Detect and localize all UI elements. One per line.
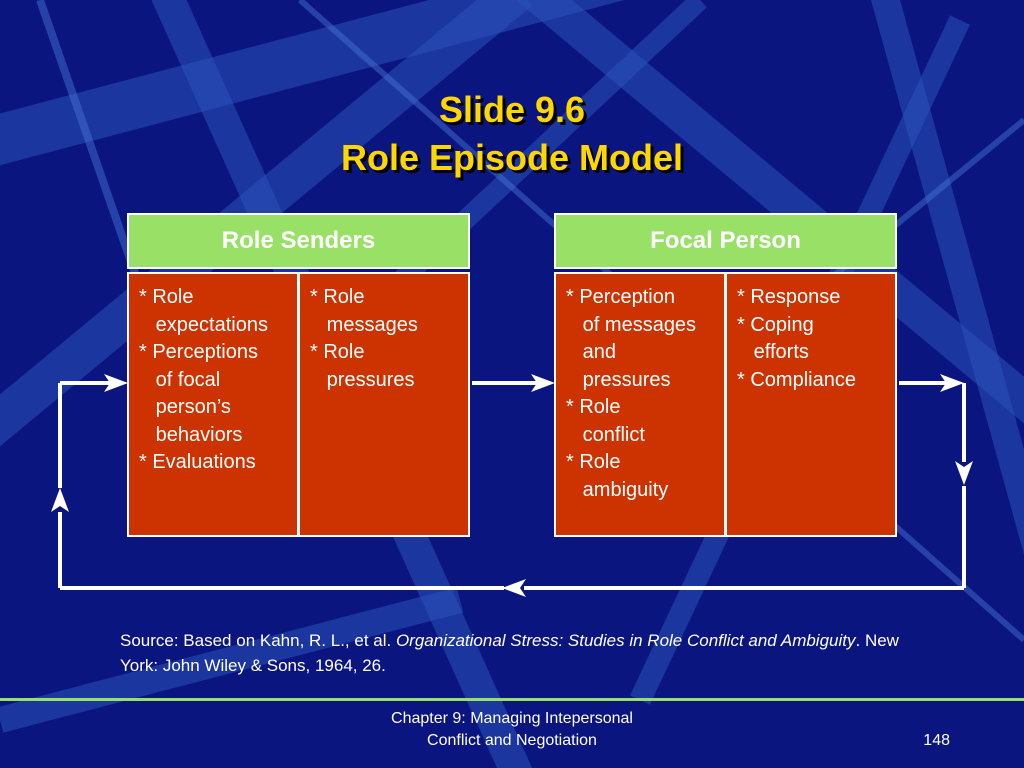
cell-line: * Perceptions (139, 341, 258, 363)
focal-person-header: Focal Person (554, 213, 897, 269)
cell-line: pressures (310, 368, 415, 391)
arrowhead-right-icon (940, 374, 964, 392)
cell-line: * Role (310, 286, 365, 308)
cell-line: * Coping (737, 313, 814, 336)
cell-line: ambiguity (566, 478, 669, 501)
cell-line: * Perception (566, 286, 675, 308)
cell-line: of messages (566, 313, 697, 336)
role-senders-header: Role Senders (127, 213, 470, 269)
arrowhead-up-icon (51, 488, 69, 512)
footer-line2: Conflict and Negotiation (427, 732, 597, 749)
cell-line: * Role (139, 286, 194, 308)
source-book-title: Organizational Stress: Studies in Role C… (395, 631, 856, 650)
footer-chapter: Chapter 9: Managing Intepersonal Conflic… (318, 708, 706, 752)
arrowhead-left-icon (502, 579, 526, 597)
cell-line: conflict (566, 423, 645, 446)
source-suffix: . New York: John Wiley & Sons, 1964, 26. (120, 631, 899, 675)
arrowhead-right-icon (104, 374, 128, 392)
arrowhead-down-icon (955, 461, 973, 485)
cell-line: of focal (139, 368, 221, 391)
cell-line: person’s (139, 396, 231, 418)
cell-line: * Response (737, 286, 841, 308)
footer-divider (0, 698, 1024, 701)
cell-line: * Evaluations (139, 451, 256, 473)
source-citation: Source: Based on Kahn, R. L., et al. Org… (120, 628, 940, 678)
perception-box: * Perception of messages and pressures *… (554, 272, 726, 537)
arrowhead-right-icon (531, 374, 555, 392)
cell-line: expectations (139, 313, 268, 336)
cell-line: behaviors (139, 423, 243, 446)
cell-line: * Compliance (737, 368, 856, 391)
role-messages-box: * Role messages * Role pressures (298, 272, 470, 537)
response-box: * Response * Coping efforts * Compliance (725, 272, 897, 537)
cell-line: * Role (310, 341, 365, 363)
cell-line: messages (310, 313, 418, 336)
slide-title-line2: Role Episode Model (340, 137, 684, 178)
cell-line: and (566, 341, 617, 363)
footer-line1: Chapter 9: Managing Intepersonal (391, 710, 633, 727)
page-number: 148 (923, 732, 950, 749)
slide-title-line1: Slide 9.6 (438, 89, 586, 130)
source-prefix: Source: Based on Kahn, R. L., et al. (120, 631, 396, 650)
cell-line: pressures (566, 368, 671, 391)
cell-line: * Role (566, 396, 621, 418)
cell-line: efforts (737, 341, 809, 363)
cell-line: * Role (566, 451, 621, 473)
